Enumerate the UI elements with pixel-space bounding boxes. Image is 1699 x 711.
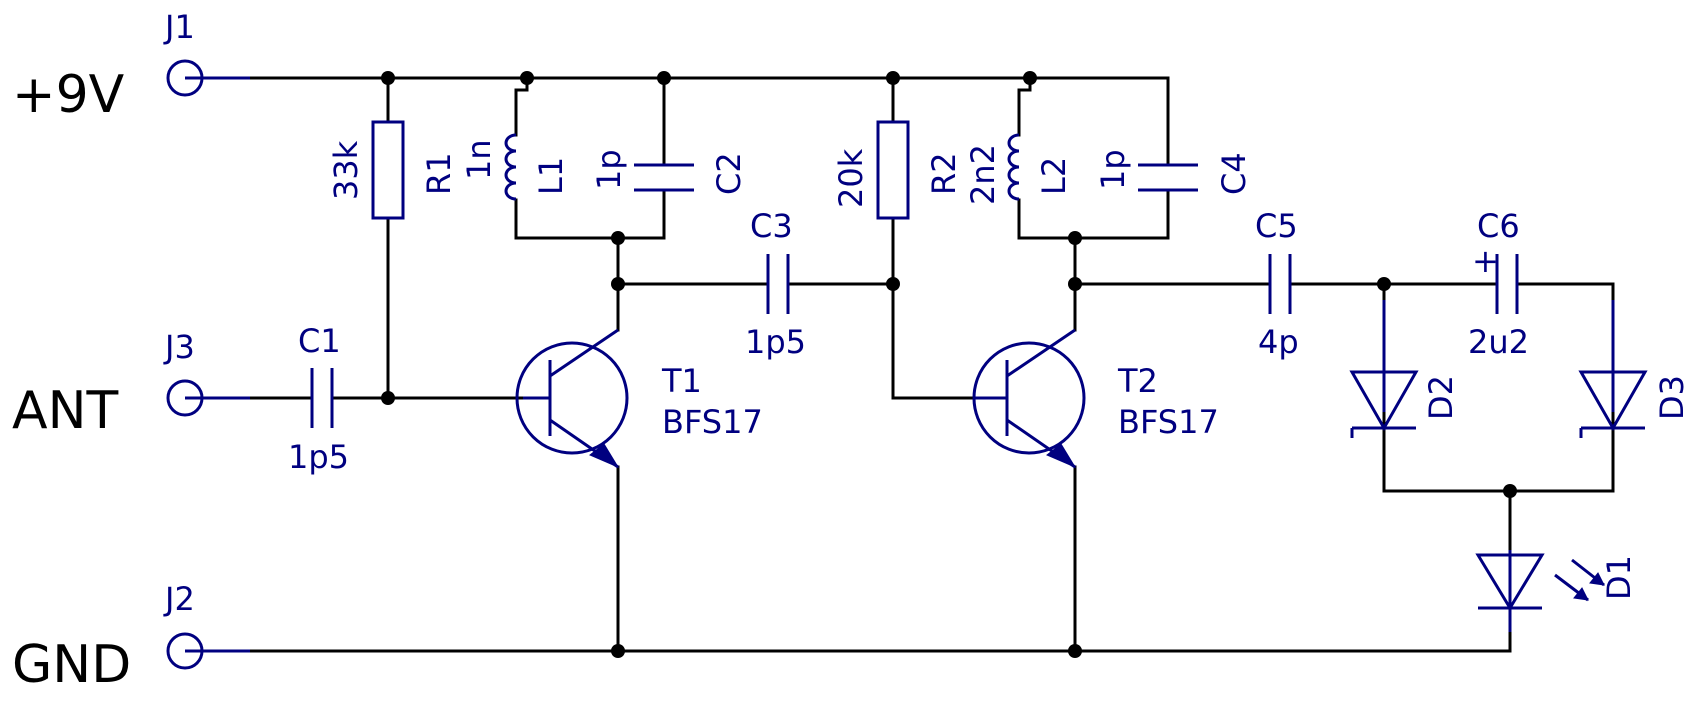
inductor-l2: 2n2 L2 xyxy=(964,133,1073,205)
r2-ref: R2 xyxy=(925,152,963,195)
capacitor-c1: C1 1p5 xyxy=(288,322,349,476)
capacitor-c2: 1p C2 xyxy=(590,149,748,195)
r1-value: 33k xyxy=(327,140,365,200)
d3-ref: D3 xyxy=(1653,375,1691,420)
c6-polarity-mark: + xyxy=(1472,242,1499,280)
transistor-t1: T1 BFS17 xyxy=(515,328,763,469)
c1-ref: C1 xyxy=(298,322,341,360)
capacitor-c6: + C6 2u2 xyxy=(1468,207,1529,361)
j1-ref: J1 xyxy=(163,8,195,46)
l2-ref: L2 xyxy=(1035,157,1073,195)
t2-value: BFS17 xyxy=(1118,403,1219,441)
c5-value: 4p xyxy=(1258,323,1299,361)
connector-j3: J3 ANT xyxy=(12,328,250,441)
light-emission-icon xyxy=(1554,558,1605,602)
diode-d3: D3 xyxy=(1578,300,1691,438)
wires xyxy=(186,76,1615,653)
c4-value: 1p xyxy=(1094,149,1132,190)
capacitor-c3: C3 1p5 xyxy=(745,207,806,361)
c2-ref: C2 xyxy=(710,152,748,195)
c4-ref: C4 xyxy=(1215,152,1253,195)
j3-ref: J3 xyxy=(163,328,195,366)
transistor-t2: T2 BFS17 xyxy=(972,328,1219,469)
led-d1: D1 xyxy=(1475,550,1638,632)
c6-value: 2u2 xyxy=(1468,323,1529,361)
resistor-r2: 20k R2 xyxy=(832,120,963,220)
connector-j2: J2 GND xyxy=(12,580,250,695)
d2-ref: D2 xyxy=(1422,375,1460,420)
c2-value: 1p xyxy=(590,149,628,190)
r2-value: 20k xyxy=(832,148,870,208)
capacitor-c5: C5 4p xyxy=(1255,207,1299,361)
l1-ref: L1 xyxy=(532,157,570,195)
capacitor-c4: 1p C4 xyxy=(1094,149,1253,195)
c6-ref: C6 xyxy=(1477,207,1520,245)
resistor-r1: 33k R1 xyxy=(327,120,458,220)
connector-j1: J1 +9V xyxy=(12,8,250,125)
t2-ref: T2 xyxy=(1117,362,1158,400)
diode-d2: D2 xyxy=(1349,300,1460,438)
c1-value: 1p5 xyxy=(288,438,349,476)
inductor-l1: 1n L1 xyxy=(460,133,570,201)
r1-ref: R1 xyxy=(420,152,458,195)
junctions xyxy=(381,71,1517,658)
t1-value: BFS17 xyxy=(662,403,763,441)
c5-ref: C5 xyxy=(1255,207,1298,245)
l2-value: 2n2 xyxy=(964,144,1002,205)
c3-ref: C3 xyxy=(750,207,793,245)
j1-signal-label: +9V xyxy=(12,65,125,125)
c3-value: 1p5 xyxy=(745,323,806,361)
d1-ref: D1 xyxy=(1600,555,1638,600)
t1-ref: T1 xyxy=(661,362,702,400)
j2-signal-label: GND xyxy=(12,635,131,695)
l1-value: 1n xyxy=(460,139,498,180)
j3-signal-label: ANT xyxy=(12,381,118,441)
j2-ref: J2 xyxy=(163,580,195,618)
